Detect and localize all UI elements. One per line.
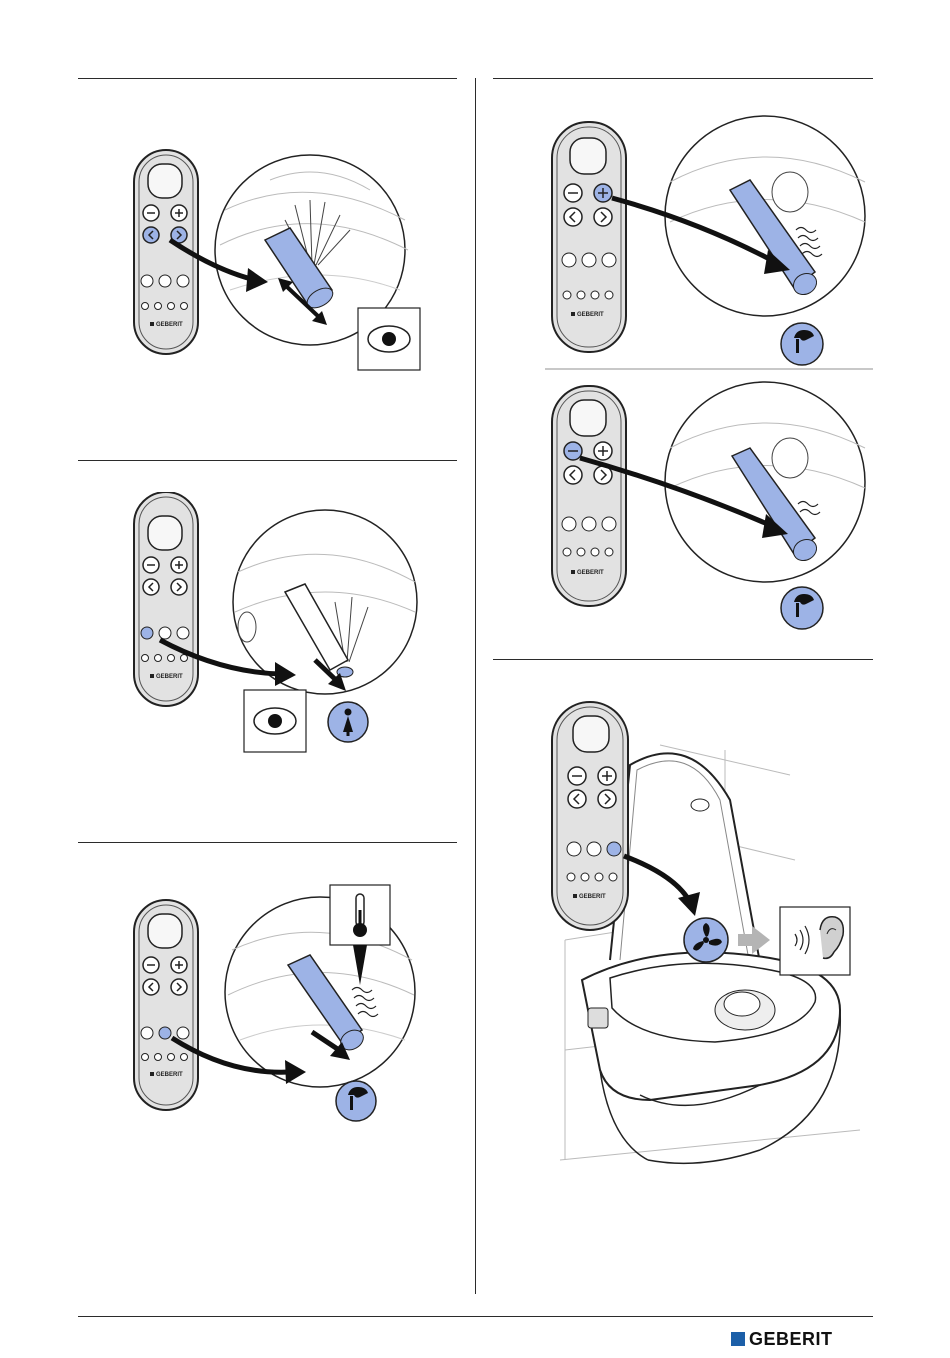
- fan-button[interactable]: [177, 1027, 189, 1039]
- divider-top-right: [493, 78, 873, 79]
- remote-brand-label: GEBERIT: [577, 312, 604, 318]
- dryer-button[interactable]: [159, 275, 171, 287]
- remote-control: GEBERIT: [552, 702, 628, 930]
- lady-shower-badge: [328, 702, 368, 742]
- toilet-bowl: [582, 952, 840, 1163]
- brand-logo-text: GEBERIT: [749, 1329, 833, 1350]
- power-button[interactable]: [148, 164, 182, 198]
- panel-warm-air-dryer: GEBERIT: [120, 880, 430, 1135]
- lady-shower-button[interactable]: [562, 517, 576, 531]
- zoom-circle: [665, 382, 865, 582]
- fan-button[interactable]: [602, 253, 616, 267]
- remote-control: GEBERIT: [134, 900, 198, 1110]
- brand-logo: GEBERIT: [731, 1329, 833, 1349]
- fan-badge: [684, 918, 728, 962]
- fan-button[interactable]: [607, 842, 621, 856]
- dryer-badge: [781, 587, 823, 629]
- remote-control: GEBERIT: [134, 492, 198, 706]
- remote-control: GEBERIT: [552, 122, 626, 352]
- power-button[interactable]: [573, 716, 609, 752]
- power-button[interactable]: [148, 914, 182, 948]
- dryer-badge: [781, 323, 823, 365]
- divider-top-left: [78, 78, 457, 79]
- fan-button[interactable]: [177, 627, 189, 639]
- lady-shower-button[interactable]: [141, 275, 153, 287]
- lady-shower-button[interactable]: [562, 253, 576, 267]
- dryer-button[interactable]: [582, 517, 596, 531]
- eye-badge: [244, 690, 306, 752]
- remote-brand-label: GEBERIT: [579, 894, 606, 900]
- ear-badge: [780, 907, 850, 975]
- lady-shower-button[interactable]: [567, 842, 581, 856]
- power-button[interactable]: [570, 138, 606, 174]
- lady-shower-button[interactable]: [141, 627, 153, 639]
- panel-dryer-increase: GEBERIT: [540, 112, 880, 373]
- dryer-badge: [336, 1081, 376, 1121]
- divider-left-2: [78, 460, 457, 461]
- power-button[interactable]: [148, 516, 182, 550]
- zoom-circle: [665, 116, 865, 316]
- lady-shower-button[interactable]: [141, 1027, 153, 1039]
- brand-logo-square: [731, 1332, 745, 1346]
- remote-control: GEBERIT: [552, 386, 626, 606]
- fan-button[interactable]: [602, 517, 616, 531]
- power-button[interactable]: [570, 400, 606, 436]
- panel-dryer-decrease: GEBERIT: [540, 376, 880, 637]
- dryer-button[interactable]: [159, 627, 171, 639]
- fan-button[interactable]: [177, 275, 189, 287]
- column-divider: [475, 78, 476, 1294]
- divider-footer: [78, 1316, 873, 1317]
- panel-lady-shower: GEBERIT: [120, 492, 430, 767]
- dryer-button[interactable]: [582, 253, 596, 267]
- eye-badge: [358, 308, 420, 370]
- panel-odour-extraction: GEBERIT: [540, 690, 870, 1175]
- dryer-button[interactable]: [587, 842, 601, 856]
- remote-brand-label: GEBERIT: [156, 1072, 183, 1078]
- divider-left-3: [78, 842, 457, 843]
- remote-brand-label: GEBERIT: [156, 322, 183, 328]
- panel-wand-position: GEBERIT: [120, 140, 430, 385]
- divider-right-3: [493, 659, 873, 660]
- dryer-button[interactable]: [159, 1027, 171, 1039]
- remote-brand-label: GEBERIT: [156, 674, 183, 680]
- remote-brand-label: GEBERIT: [577, 570, 604, 576]
- left-arrow-button[interactable]: [143, 227, 159, 243]
